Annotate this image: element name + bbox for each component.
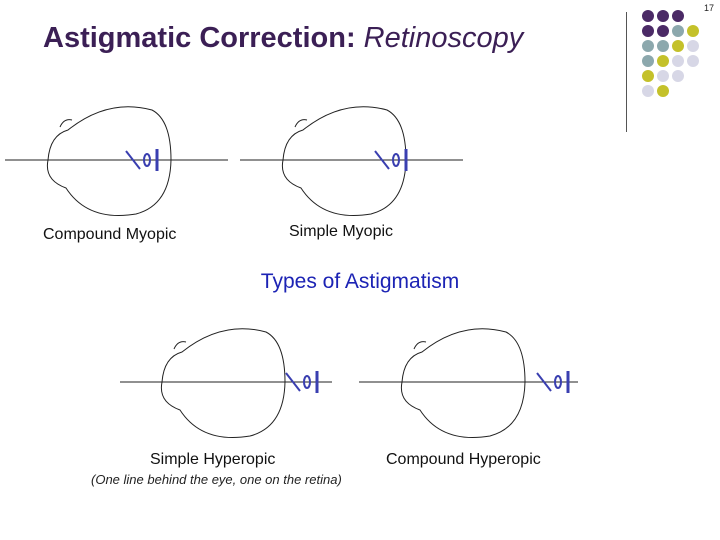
ring-marker	[303, 375, 311, 389]
eye-diagram-simple-myopic	[240, 106, 463, 217]
cornea-outline	[294, 119, 308, 128]
decor-dot	[672, 40, 684, 52]
cornea-outline	[413, 341, 427, 350]
eyeball-outline	[281, 106, 407, 217]
decor-dot	[657, 85, 669, 97]
page-title: Astigmatic Correction: Retinoscopy	[43, 22, 523, 55]
eyeball-outline	[46, 106, 172, 217]
decor-dot	[642, 25, 654, 37]
eyeball-outline	[160, 328, 286, 439]
decor-dot	[642, 70, 654, 82]
title-main: Astigmatic Correction:	[43, 22, 356, 54]
decor-dot	[642, 10, 654, 22]
decor-dot	[687, 25, 699, 37]
ring-marker	[554, 375, 562, 389]
decor-dot	[657, 40, 669, 52]
oblique-reflex-marker	[374, 150, 390, 170]
decor-dot	[672, 70, 684, 82]
decorative-dot-grid	[642, 10, 699, 97]
decor-dot	[672, 10, 684, 22]
eye-diagram-simple-hyperopic	[120, 328, 332, 439]
decor-dot	[672, 55, 684, 67]
ring-marker	[392, 153, 400, 167]
title-sub: Retinoscopy	[363, 22, 524, 54]
slide-number: 17	[703, 3, 714, 13]
decor-dot	[657, 25, 669, 37]
decor-dot	[687, 40, 699, 52]
cornea-outline	[59, 119, 73, 128]
section-heading: Types of Astigmatism	[260, 270, 460, 293]
label-simple-myopic: Simple Myopic	[289, 223, 394, 240]
eye-diagram-compound-hyperopic	[359, 328, 578, 439]
decor-dot	[687, 55, 699, 67]
oblique-reflex-marker	[536, 372, 552, 392]
oblique-reflex-marker	[285, 372, 301, 392]
decor-dot	[642, 40, 654, 52]
label-compound-hyperopic: Compound Hyperopic	[386, 451, 541, 468]
label-compound-myopic: Compound Myopic	[43, 226, 177, 243]
header-divider	[626, 12, 627, 132]
decor-dot	[672, 25, 684, 37]
eyeball-outline	[400, 328, 526, 439]
decor-dot	[657, 10, 669, 22]
oblique-reflex-marker	[125, 150, 141, 170]
decor-dot	[657, 55, 669, 67]
ring-marker	[143, 153, 151, 167]
decor-dot	[642, 55, 654, 67]
footnote: (One line behind the eye, one on the ret…	[91, 472, 342, 487]
decor-dot	[657, 70, 669, 82]
label-simple-hyperopic: Simple Hyperopic	[150, 451, 276, 468]
decor-dot	[642, 85, 654, 97]
eye-diagram-compound-myopic	[5, 106, 228, 217]
cornea-outline	[173, 341, 187, 350]
